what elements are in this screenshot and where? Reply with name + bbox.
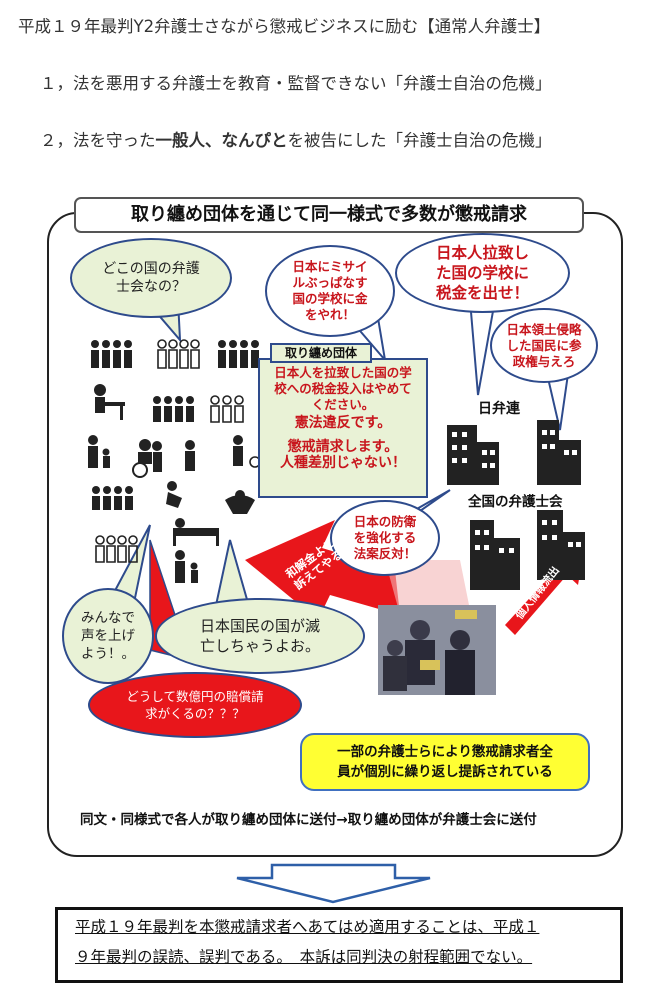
group-statement-text: 日本人を拉致した国の学 校への税金投入はやめて ください。 憲法違反です。 懲戒… xyxy=(274,365,412,471)
frame-title: 取り纏め団体を通じて同一様式で多数が懲戒請求 xyxy=(74,197,584,233)
building-windows xyxy=(452,430,581,553)
flow-caption: 同文・同様式で各人が取り纏め団体に送付→取り纏め団体が弁護士会に送付 xyxy=(80,812,537,828)
hospital-bed xyxy=(173,518,219,546)
group-people-7 xyxy=(95,535,138,563)
bubble-which-bar: どこの国の弁護士会なの？ xyxy=(70,238,232,318)
group-people-6 xyxy=(92,486,133,510)
person-walking xyxy=(185,440,195,471)
bubble-voice: みんなで声を上げよう！。 xyxy=(62,588,154,684)
label-nichibenren: 日弁連 xyxy=(478,401,520,417)
parent-child xyxy=(88,435,110,468)
bubble-missile: 日本にミサイルぶっぱなす国の学校に金をやれ！ xyxy=(265,245,395,337)
bubble-defense: 日本の防衛を強化する法案反対！ xyxy=(330,500,440,576)
people-pictograms xyxy=(88,339,261,583)
emphasis-general-public: 一般人、なんぴと xyxy=(155,131,288,150)
group-people-2 xyxy=(157,339,200,369)
bubble-abduction: 日本人拉致した国の学校に税金を出せ！ xyxy=(395,233,570,313)
sue-arrow xyxy=(245,520,400,620)
verdict-text: 平成１９年最判を本懲戒請求者へあてはめ適用することは、平成１ ９年最判の誤読、誤… xyxy=(75,918,540,966)
adult-child xyxy=(175,550,198,583)
group-label: 取り纏め団体 xyxy=(270,343,372,363)
header-line-3: ２，法を守った一般人、なんぴとを被告にした「弁護士自治の危機」 xyxy=(40,131,552,150)
bubble-territory: 日本領土侵略した国民に参政権与えろ xyxy=(490,308,598,383)
down-arrow xyxy=(236,863,431,904)
buildings xyxy=(447,420,585,590)
group-people-4 xyxy=(153,396,194,422)
building-bar-left xyxy=(470,520,520,590)
wheelchair-person xyxy=(132,439,162,478)
bubble-perish: 日本国民の国が滅亡しちゃうよお。 xyxy=(155,598,365,674)
group-people-3 xyxy=(218,340,259,368)
header-line-1: 平成１９年最判Y2弁護士さながら懲戒ビジネスに励む【通常人弁護士】 xyxy=(18,17,551,36)
desk-worker xyxy=(94,384,125,420)
angel-figure xyxy=(225,490,255,514)
label-bar-associations: 全国の弁護士会 xyxy=(468,494,563,510)
header-line-2: １，法を悪用する弁護士を教育・監督できない「弁護士自治の危機」 xyxy=(40,74,552,93)
bubble-damages: どうして数億円の賠償請求がくるの？？？ xyxy=(88,672,302,738)
person-stroller xyxy=(233,435,261,468)
person-bending xyxy=(166,481,182,508)
group-people-1 xyxy=(91,340,132,368)
verdict-box xyxy=(55,907,623,983)
lawsuit-note: 一部の弁護士らにより懲戒請求者全 員が個別に繰り返し提訴されている xyxy=(300,733,590,791)
group-people-5 xyxy=(210,395,244,423)
group-statement-box xyxy=(258,358,428,498)
